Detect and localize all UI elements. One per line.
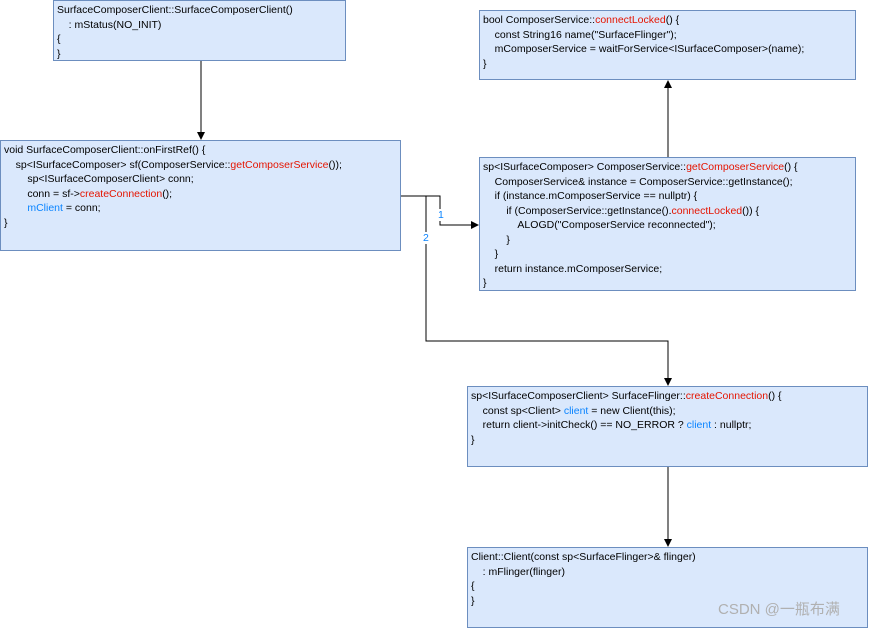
code-line: } — [471, 433, 864, 448]
code-text: conn = sf-> — [4, 187, 80, 200]
code-text: const String16 name("SurfaceFlinger"); — [483, 28, 677, 41]
code-text: () { — [784, 161, 798, 173]
code-text: void SurfaceComposerClient::onFirstRef()… — [4, 144, 206, 156]
edge-onfirstref-to-createconnection — [401, 195, 672, 386]
code-highlight: createConnection — [79, 187, 163, 200]
code-text: ()) { — [742, 204, 760, 217]
code-line: } — [483, 247, 852, 262]
code-text: } — [471, 594, 475, 607]
code-text: = conn; — [62, 202, 101, 214]
connectlocked-box: bool ComposerService::connectLocked() { … — [479, 10, 856, 80]
code-text: const sp<Client> — [471, 404, 564, 417]
code-line: : mFlinger(flinger) — [471, 565, 864, 580]
code-line: mClient = conn; — [4, 201, 397, 216]
code-line: } — [471, 594, 864, 609]
code-line: mComposerService = waitForService<ISurfa… — [483, 42, 852, 57]
code-text: : mStatus(NO_INIT) — [57, 18, 162, 31]
code-text: SurfaceComposerClient::SurfaceComposerCl… — [57, 4, 293, 16]
edge-label-1: 1 — [437, 209, 445, 221]
code-highlight: client — [563, 404, 589, 417]
code-highlight: mClient — [27, 202, 63, 214]
code-text: return client->initCheck() == NO_ERROR ? — [471, 419, 687, 431]
code-line: } — [483, 57, 852, 72]
code-line: ALOGD("ComposerService reconnected"); — [483, 218, 852, 233]
client-constructor-box: Client::Client(const sp<SurfaceFlinger>&… — [467, 547, 868, 628]
code-line: sp<ISurfaceComposer> sf(ComposerService:… — [4, 158, 397, 173]
code-text: if (instance.mComposerService == nullptr… — [483, 190, 698, 202]
code-text: } — [483, 233, 510, 246]
code-line: const sp<Client> client = new Client(thi… — [471, 404, 864, 419]
code-line: void SurfaceComposerClient::onFirstRef()… — [4, 143, 397, 158]
code-text: bool ComposerService:: — [483, 14, 596, 26]
surfacecomposerclient-constructor-box: SurfaceComposerClient::SurfaceComposerCl… — [53, 0, 346, 61]
code-text: Client::Client(const sp<SurfaceFlinger>&… — [471, 551, 696, 563]
code-highlight: connectLocked — [671, 204, 743, 217]
code-text: mComposerService = waitForService<ISurfa… — [483, 43, 805, 55]
code-line: if (ComposerService::getInstance().conne… — [483, 204, 852, 219]
code-line: return client->initCheck() == NO_ERROR ?… — [471, 418, 864, 433]
code-text: : mFlinger(flinger) — [471, 565, 565, 578]
code-text: (); — [162, 187, 173, 200]
code-text: } — [483, 248, 499, 260]
code-text: } — [57, 47, 61, 60]
code-line: } — [4, 216, 397, 231]
code-line: SurfaceComposerClient::SurfaceComposerCl… — [57, 3, 342, 18]
code-text: } — [483, 277, 487, 289]
code-text: sp<ISurfaceComposer> ComposerService:: — [483, 161, 687, 173]
getcomposerservice-box: sp<ISurfaceComposer> ComposerService::ge… — [479, 157, 856, 291]
code-text: } — [4, 216, 8, 229]
code-text: return instance.mComposerService; — [483, 262, 663, 275]
code-line: bool ComposerService::connectLocked() { — [483, 13, 852, 28]
code-text: sp<ISurfaceComposer> sf(ComposerService:… — [4, 158, 231, 171]
code-text: = new Client(this); — [588, 404, 676, 417]
code-text: : nullptr; — [711, 419, 752, 431]
code-text: { — [471, 580, 475, 592]
onfirstref-box: void SurfaceComposerClient::onFirstRef()… — [0, 140, 401, 251]
code-line: { — [471, 579, 864, 594]
code-line: return instance.mComposerService; — [483, 262, 852, 277]
code-line: } — [483, 276, 852, 291]
code-line: } — [483, 233, 852, 248]
code-text: () { — [768, 390, 782, 402]
code-text: if (ComposerService::getInstance(). — [483, 204, 672, 217]
code-highlight: client — [686, 419, 712, 431]
code-line: sp<ISurfaceComposerClient> SurfaceFlinge… — [471, 389, 864, 404]
code-line: { — [57, 32, 342, 47]
code-text: sp<ISurfaceComposerClient> conn; — [4, 173, 194, 185]
edge-label-2: 2 — [422, 232, 430, 244]
watermark: CSDN @一瓶布满 — [718, 601, 840, 618]
code-highlight: connectLocked — [595, 14, 666, 26]
code-text: () { — [665, 14, 680, 26]
code-text — [4, 202, 27, 214]
code-line: const String16 name("SurfaceFlinger"); — [483, 28, 852, 43]
code-highlight: createConnection — [685, 390, 769, 402]
code-highlight: getComposerService — [686, 161, 785, 173]
surfaceflinger-createconnection-box: sp<ISurfaceComposerClient> SurfaceFlinge… — [467, 386, 868, 467]
code-text: } — [483, 57, 487, 70]
code-line: : mStatus(NO_INIT) — [57, 18, 342, 33]
code-line: sp<ISurfaceComposer> ComposerService::ge… — [483, 160, 852, 175]
code-line: sp<ISurfaceComposerClient> conn; — [4, 172, 397, 187]
code-line: conn = sf->createConnection(); — [4, 187, 397, 202]
code-line: if (instance.mComposerService == nullptr… — [483, 189, 852, 204]
code-line: } — [57, 47, 342, 62]
code-text: ALOGD("ComposerService reconnected"); — [483, 219, 716, 231]
code-text: sp<ISurfaceComposerClient> SurfaceFlinge… — [471, 390, 686, 402]
code-text: ()); — [328, 158, 342, 171]
code-highlight: getComposerService — [230, 158, 329, 171]
code-line: ComposerService& instance = ComposerServ… — [483, 175, 852, 190]
code-text: { — [57, 33, 61, 45]
code-line: Client::Client(const sp<SurfaceFlinger>&… — [471, 550, 864, 565]
code-text: ComposerService& instance = ComposerServ… — [483, 175, 793, 188]
code-text: } — [471, 433, 475, 446]
